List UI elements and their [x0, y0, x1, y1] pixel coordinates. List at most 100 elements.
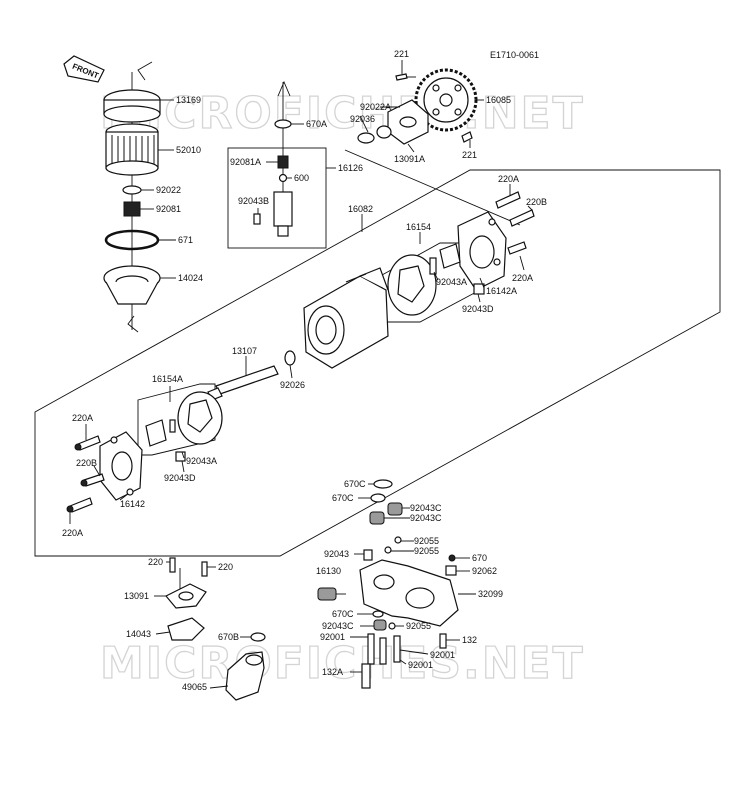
front-arrow: FRONT	[63, 55, 105, 83]
label-92043C-3: 92043C	[322, 621, 354, 631]
label-16142A: 16142A	[486, 286, 517, 296]
washer-92026	[284, 350, 296, 366]
bolt-92001-left	[367, 633, 375, 665]
label-92022A: 92022A	[360, 102, 391, 112]
bolt-220-left	[169, 557, 176, 573]
label-132A: 132A	[322, 667, 343, 677]
bolt-221-bottom	[461, 131, 473, 143]
pump-assembly-outline	[34, 169, 721, 557]
label-16154: 16154	[406, 222, 431, 232]
label-92055-3: 92055	[406, 621, 431, 631]
label-92055-2: 92055	[414, 546, 439, 556]
label-92043-lower: 92043	[324, 549, 349, 559]
bolt-220-right	[201, 561, 208, 577]
label-670: 670	[472, 553, 487, 563]
cap-14043	[167, 617, 205, 641]
o-ring-670B	[250, 632, 266, 642]
o-ring-670A	[274, 119, 292, 129]
label-92043C-2: 92043C	[410, 513, 442, 523]
label-92001-right1: 92001	[430, 650, 455, 660]
label-92043B: 92043B	[238, 196, 269, 206]
label-221-bottom: 221	[462, 150, 477, 160]
bolt-132A	[361, 663, 371, 689]
label-16126: 16126	[338, 163, 363, 173]
label-13091: 13091	[124, 591, 149, 601]
pipe-16130	[317, 587, 337, 601]
label-220-left: 220	[148, 557, 163, 567]
label-92043A-top: 92043A	[436, 277, 467, 287]
label-14043: 14043	[126, 629, 151, 639]
pin-92043-lower	[363, 549, 373, 561]
lower-pump-body	[317, 479, 459, 689]
label-16085: 16085	[486, 95, 511, 105]
label-220-right: 220	[218, 562, 233, 572]
washer-92055-2	[384, 546, 392, 554]
pump-cover-16142	[66, 431, 186, 513]
oil-filter-stack	[103, 61, 161, 333]
label-92026: 92026	[280, 380, 305, 390]
o-ring-670C-2	[370, 493, 386, 503]
label-671: 671	[178, 235, 193, 245]
shaft-13107	[207, 350, 296, 401]
dowel-92043C-3	[373, 619, 387, 631]
relief-valve-parts	[253, 80, 293, 237]
washer-92055-3	[388, 622, 396, 630]
ring-92022A	[376, 125, 392, 139]
rotor-16154	[387, 243, 461, 316]
label-92043A-bottom: 92043A	[186, 456, 217, 466]
label-92081A: 92081A	[230, 157, 261, 167]
pin-92043D-bottom	[175, 451, 186, 462]
label-16154A: 16154A	[152, 374, 183, 384]
pump-housing	[303, 267, 389, 369]
label-16082: 16082	[348, 204, 373, 214]
label-92081: 92081	[156, 204, 181, 214]
bolt-92001-mid	[379, 637, 387, 665]
part-labels: 13169 52010 92022 92081 671 14024 670A 9…	[62, 49, 547, 692]
label-16130: 16130	[316, 566, 341, 576]
label-49065: 49065	[182, 682, 207, 692]
watermark-top: MICROFICHES.NET	[100, 88, 585, 139]
label-16142: 16142	[120, 499, 145, 509]
label-670A: 670A	[306, 119, 327, 129]
dowel-92043C-1	[387, 502, 403, 516]
o-ring-670	[448, 554, 456, 562]
spring-92081A	[277, 155, 289, 169]
washer-92055-1	[394, 536, 402, 544]
label-14024: 14024	[178, 273, 203, 283]
label-221-top: 221	[394, 49, 409, 59]
bolt-221-top	[395, 73, 408, 81]
label-13091A: 13091A	[394, 154, 425, 164]
leader-lines	[69, 60, 533, 689]
washer-92022	[122, 185, 142, 195]
label-92022: 92022	[156, 185, 181, 195]
label-132: 132	[462, 635, 477, 645]
drive-gear-group	[344, 68, 521, 226]
label-220A-top: 220A	[498, 174, 519, 184]
pin-92043D-top	[473, 283, 485, 295]
pump-cover-16142A	[457, 191, 535, 295]
label-92043C-1: 92043C	[410, 503, 442, 513]
valve-body	[273, 191, 293, 227]
label-92062: 92062	[472, 566, 497, 576]
label-220A-bottom: 220A	[62, 528, 83, 538]
plug-92062	[445, 565, 457, 576]
label-220A-right: 220A	[512, 273, 533, 283]
label-92043D-top: 92043D	[462, 304, 494, 314]
label-92043D-bottom: 92043D	[164, 473, 196, 483]
o-ring-670C-3	[372, 610, 384, 618]
dowel-92043C-2	[369, 511, 385, 525]
pin-92043B	[253, 213, 261, 225]
rotor-16154A	[145, 391, 223, 447]
pin-92043A-top	[429, 257, 437, 275]
o-ring-670C-1	[373, 479, 393, 489]
label-670C-2: 670C	[332, 493, 354, 503]
label-220A-left: 220A	[72, 413, 93, 423]
label-92055-1: 92055	[414, 536, 439, 546]
label-13107: 13107	[232, 346, 257, 356]
watermark-bottom: MICROFICHES.NET	[100, 638, 585, 689]
label-220B-left: 220B	[76, 458, 97, 468]
relief-valve-box	[227, 147, 327, 249]
label-670C-1: 670C	[344, 479, 366, 489]
spring-92081	[123, 201, 141, 217]
